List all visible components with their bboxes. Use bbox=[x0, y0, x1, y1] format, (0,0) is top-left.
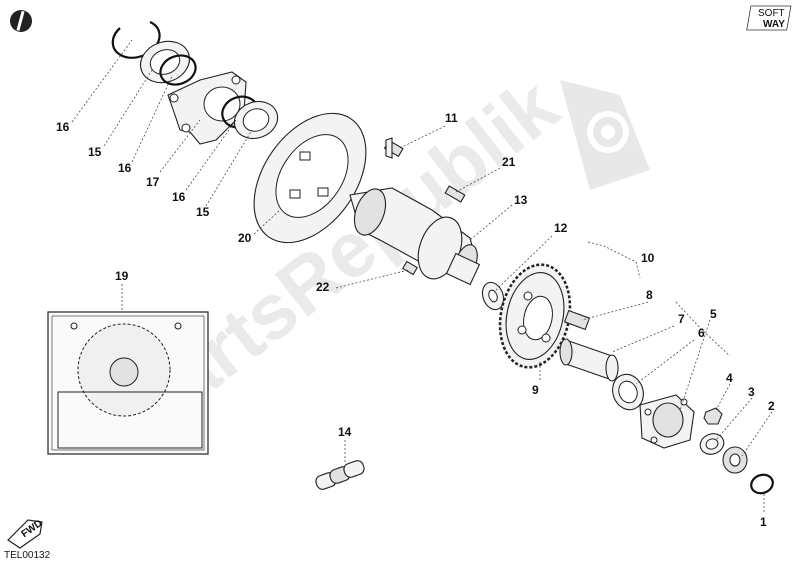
part-15-washer-2 bbox=[233, 100, 279, 140]
part-8-stud bbox=[563, 309, 591, 331]
part-5-flange bbox=[639, 394, 695, 449]
callout-17: 17 bbox=[146, 175, 160, 189]
callout-21: 21 bbox=[502, 155, 516, 169]
part-11-bolt bbox=[383, 137, 404, 159]
gear-logo-icon bbox=[560, 80, 650, 190]
circle-mark-icon bbox=[10, 10, 32, 32]
callout-4: 4 bbox=[726, 371, 733, 385]
callout-9: 9 bbox=[532, 383, 539, 397]
callout-5: 5 bbox=[710, 307, 717, 321]
part-2-nut bbox=[722, 446, 748, 474]
callout-14: 14 bbox=[338, 425, 352, 439]
part-3-washer bbox=[699, 433, 725, 455]
part-4-nut bbox=[703, 407, 723, 425]
callout-11: 11 bbox=[445, 111, 458, 125]
callout-2: 2 bbox=[768, 399, 775, 413]
callout-16-b: 16 bbox=[172, 190, 186, 204]
part-18-circlip bbox=[111, 20, 161, 59]
brand-line2: WAY bbox=[763, 19, 785, 30]
part-6-seal bbox=[612, 373, 644, 411]
callout-16: 16 bbox=[118, 161, 132, 175]
part-12-washer bbox=[481, 281, 505, 311]
part-19-inset bbox=[47, 311, 209, 455]
leader-lines bbox=[71, 39, 773, 512]
callout-19: 19 bbox=[115, 269, 129, 283]
part-9-sprocket bbox=[498, 263, 572, 369]
part-14-chain bbox=[315, 460, 365, 490]
part-16-oring bbox=[159, 54, 197, 86]
callout-8: 8 bbox=[646, 288, 653, 302]
part-7-spacer bbox=[559, 338, 619, 382]
part-21-bolt bbox=[444, 185, 466, 203]
callout-10: 10 bbox=[641, 251, 655, 265]
callout-15: 15 bbox=[88, 145, 102, 159]
part-1-clip bbox=[750, 473, 774, 495]
callout-7: 7 bbox=[678, 312, 685, 326]
callout-20: 20 bbox=[238, 231, 252, 245]
callout-1: 1 bbox=[760, 515, 767, 529]
callout-22: 22 bbox=[316, 280, 330, 294]
callout-6: 6 bbox=[698, 326, 705, 340]
callout-3: 3 bbox=[748, 385, 755, 399]
part-13-hub bbox=[349, 187, 481, 286]
callout-12: 12 bbox=[554, 221, 568, 235]
part-17-bracket bbox=[167, 71, 247, 145]
diagram-code: TEL00132 bbox=[4, 550, 51, 561]
callouts: 16 15 16 17 16 15 20 11 21 13 12 22 10 8… bbox=[56, 111, 775, 529]
callout-15-b: 15 bbox=[196, 205, 210, 219]
callout-13: 13 bbox=[514, 193, 528, 207]
part-22-bolt bbox=[402, 260, 418, 276]
callout-18: 16 bbox=[56, 120, 70, 134]
brand-line1: SOFT bbox=[758, 8, 785, 19]
part-20-brake-disc bbox=[253, 112, 367, 244]
fwd-arrow-icon: FWD bbox=[7, 518, 44, 549]
brand-logo: SOFT WAY bbox=[746, 5, 792, 31]
